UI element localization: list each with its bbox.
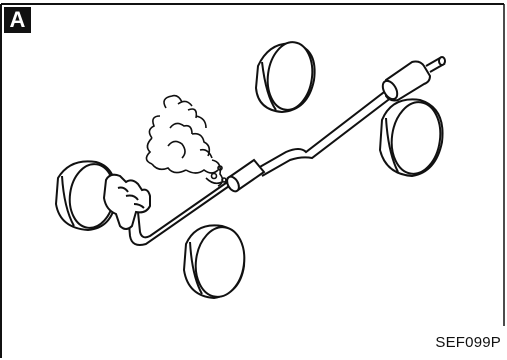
main-muffler <box>380 62 430 102</box>
exhaust-smoke <box>146 96 226 186</box>
hand <box>104 175 150 229</box>
front-left-wheel <box>184 224 249 300</box>
tailpipe <box>426 57 445 72</box>
figure-code: SEF099P <box>435 334 501 351</box>
panel-letter-badge: A <box>4 7 31 33</box>
rear-right-wheel <box>256 39 317 112</box>
center-muffler <box>225 160 264 193</box>
exhaust-pipe <box>128 86 396 245</box>
front-right-wheel <box>380 99 445 177</box>
